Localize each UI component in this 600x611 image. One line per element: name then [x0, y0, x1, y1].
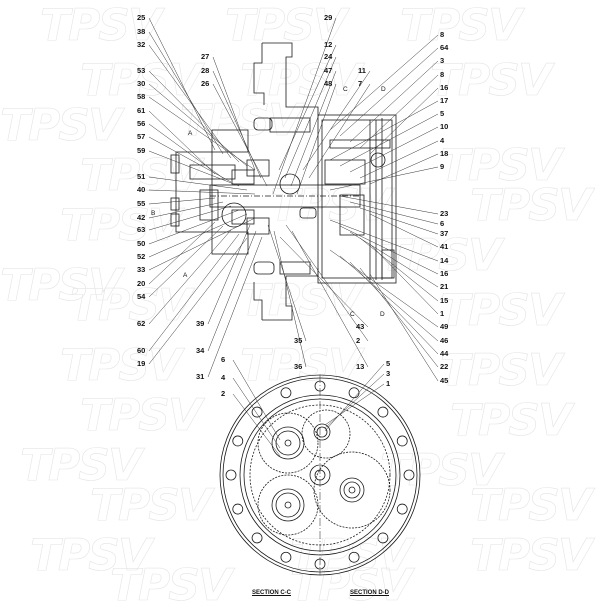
callout-16: 16 [440, 83, 449, 92]
callout-47: 47 [324, 66, 333, 75]
callout-24: 24 [324, 52, 333, 61]
callout-23: 23 [440, 209, 449, 218]
callout-35: 35 [294, 336, 303, 345]
callout-28: 28 [201, 66, 210, 75]
callout-17: 17 [440, 96, 449, 105]
callout-31: 31 [196, 372, 205, 381]
callout-16: 16 [440, 269, 449, 278]
callout-11: 11 [358, 66, 366, 75]
callout-4: 4 [221, 373, 226, 382]
callout-51: 51 [137, 172, 146, 181]
section-marker-a: A [183, 272, 188, 279]
section-marker-c: C [350, 311, 355, 318]
callout-59: 59 [137, 146, 146, 155]
callout-58: 58 [137, 92, 146, 101]
callout-6: 6 [440, 219, 445, 228]
callout-34: 34 [196, 346, 205, 355]
callout-1: 1 [440, 309, 445, 318]
callout-60: 60 [137, 346, 146, 355]
callout-53: 53 [137, 66, 146, 75]
section-title: SECTION C-C [252, 590, 291, 596]
callout-1: 1 [386, 379, 391, 388]
callout-36: 36 [294, 362, 303, 371]
callout-8: 8 [440, 30, 445, 39]
callout-52: 52 [137, 252, 146, 261]
callout-10: 10 [440, 122, 449, 131]
callout-37: 37 [440, 229, 449, 238]
callout-8: 8 [440, 70, 445, 79]
callout-2: 2 [356, 336, 361, 345]
callout-2: 2 [221, 389, 226, 398]
callout-40: 40 [137, 185, 146, 194]
callout-62: 62 [137, 319, 146, 328]
callout-50: 50 [137, 239, 146, 248]
section-marker-d: D [380, 311, 385, 318]
callout-21: 21 [440, 282, 449, 291]
callout-54: 54 [137, 292, 146, 301]
callout-43: 43 [356, 322, 365, 331]
callout-12: 12 [324, 40, 333, 49]
callout-19: 19 [137, 359, 146, 368]
callout-27: 27 [201, 52, 210, 61]
callout-13: 13 [356, 362, 365, 371]
callout-15: 15 [440, 296, 449, 305]
callout-41: 41 [440, 242, 449, 251]
callout-44: 44 [440, 349, 449, 358]
callout-63: 63 [137, 225, 146, 234]
callout-46: 46 [440, 336, 449, 345]
callout-3: 3 [440, 56, 445, 65]
callout-5: 5 [440, 109, 445, 118]
callout-29: 29 [324, 13, 333, 22]
callout-26: 26 [201, 79, 210, 88]
section-marker-d: D [381, 86, 386, 93]
callout-20: 20 [137, 279, 146, 288]
section-marker-a: A [188, 130, 193, 137]
callout-45: 45 [440, 376, 449, 385]
callout-7: 7 [358, 79, 363, 88]
callout-5: 5 [386, 359, 391, 368]
gear-section-view [219, 374, 421, 576]
section-marker-b: B [151, 210, 156, 217]
callout-4: 4 [440, 136, 445, 145]
callout-6: 6 [221, 355, 226, 364]
callout-39: 39 [196, 319, 205, 328]
callout-3: 3 [386, 369, 391, 378]
callout-42: 42 [137, 213, 146, 222]
callout-61: 61 [137, 106, 146, 115]
callout-49: 49 [440, 322, 449, 331]
callout-33: 33 [137, 265, 146, 274]
callout-64: 64 [440, 43, 449, 52]
callout-48: 48 [324, 79, 333, 88]
callout-18: 18 [440, 149, 449, 158]
callout-9: 9 [440, 162, 445, 171]
callout-55: 55 [137, 199, 146, 208]
callout-30: 30 [137, 79, 146, 88]
callout-57: 57 [137, 132, 146, 141]
section-marker-c: C [343, 86, 348, 93]
callout-32: 32 [137, 40, 146, 49]
callout-14: 14 [440, 256, 449, 265]
cross-section-drawing [170, 42, 397, 321]
callout-22: 22 [440, 362, 449, 371]
section-title: SECTION D-D [350, 590, 389, 596]
callout-38: 38 [137, 27, 146, 36]
callout-56: 56 [137, 119, 146, 128]
leader-lines [148, 17, 439, 457]
callout-25: 25 [137, 13, 146, 22]
